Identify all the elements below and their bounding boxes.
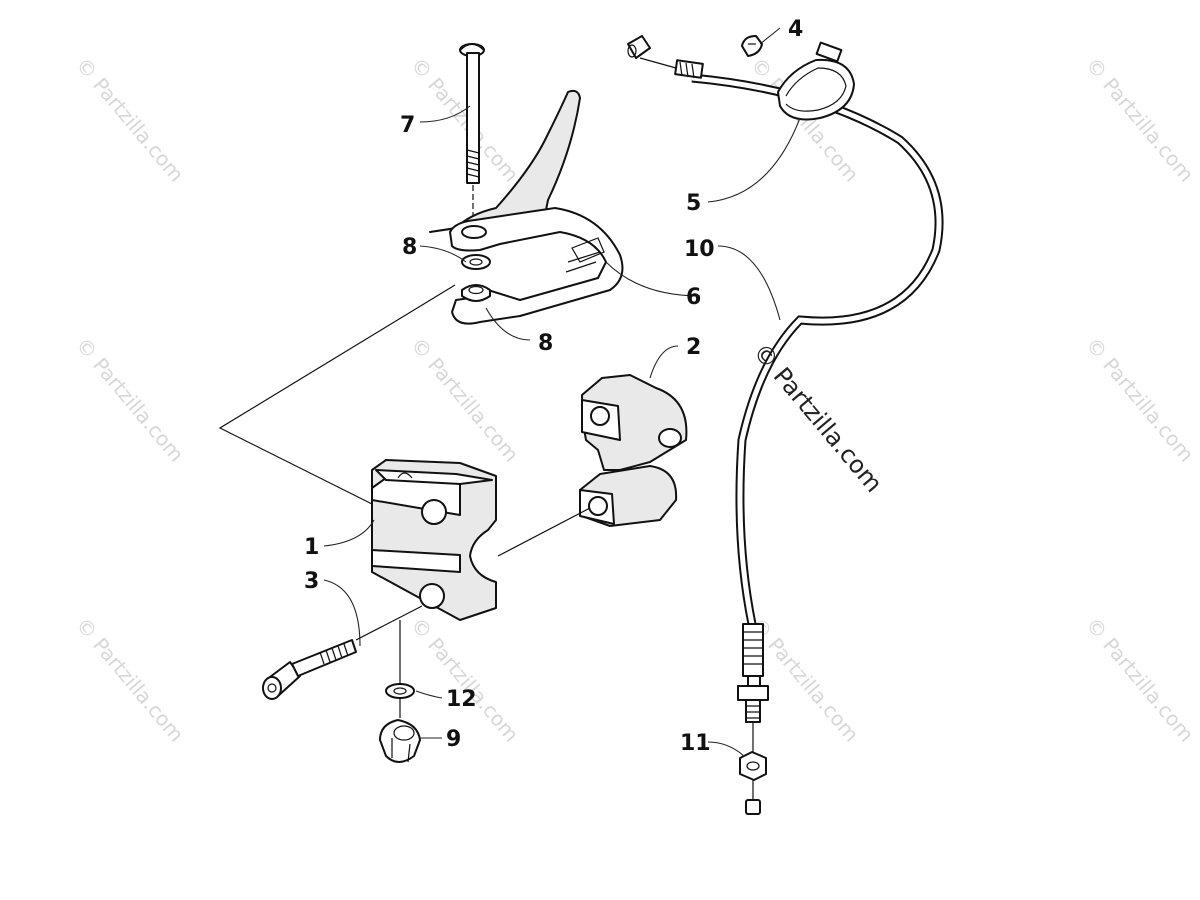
part-1-mounting-block bbox=[371, 459, 497, 621]
callout-8-lower: 8 bbox=[538, 331, 553, 356]
callout-6: 6 bbox=[686, 285, 701, 310]
part-10-throttle-cable bbox=[627, 35, 944, 758]
watermark: © Partzilla.com bbox=[71, 53, 189, 187]
watermark: © Partzilla.com bbox=[71, 613, 189, 747]
callout-12: 12 bbox=[446, 687, 477, 712]
watermark: © Partzilla.com bbox=[406, 53, 524, 187]
part-8-washer-upper bbox=[461, 254, 491, 270]
watermark: © Partzilla.com bbox=[406, 613, 524, 747]
callout-4: 4 bbox=[788, 17, 803, 42]
part-5-strap bbox=[777, 41, 855, 121]
part-9-cap-nut bbox=[379, 719, 421, 763]
callout-1: 1 bbox=[304, 535, 319, 560]
part-12-washer bbox=[385, 683, 415, 699]
callout-11: 11 bbox=[680, 731, 711, 756]
part-8-bushing-lower bbox=[461, 284, 491, 302]
callout-8-upper: 8 bbox=[402, 235, 417, 260]
watermark: © Partzilla.com bbox=[71, 333, 189, 467]
watermark: © Partzilla.com bbox=[1081, 333, 1199, 467]
callout-9: 9 bbox=[446, 727, 461, 752]
part-11-jam-nut bbox=[739, 751, 767, 815]
part-7-bolt bbox=[459, 43, 485, 184]
assembly-line bbox=[355, 605, 423, 641]
callout-7: 7 bbox=[400, 113, 415, 138]
part-2-clamp bbox=[579, 374, 688, 527]
assembly-line bbox=[497, 507, 591, 557]
callout-5: 5 bbox=[686, 191, 701, 216]
callout-labels: 7 4 5 8 10 6 8 2 1 3 12 9 11 bbox=[304, 17, 803, 756]
part-6-throttle-lever bbox=[429, 89, 624, 325]
callout-2: 2 bbox=[686, 335, 701, 360]
watermark-main: © Partzilla.com bbox=[747, 338, 887, 498]
leader-lines bbox=[323, 27, 801, 757]
callout-3: 3 bbox=[304, 569, 319, 594]
callout-10: 10 bbox=[684, 237, 715, 262]
part-4-clip bbox=[741, 35, 763, 57]
watermark: © Partzilla.com bbox=[406, 333, 524, 467]
assembly-line bbox=[218, 284, 456, 505]
part-3-cap-screw bbox=[262, 639, 357, 700]
watermark: © Partzilla.com bbox=[1081, 53, 1199, 187]
watermark: © Partzilla.com bbox=[1081, 613, 1199, 747]
